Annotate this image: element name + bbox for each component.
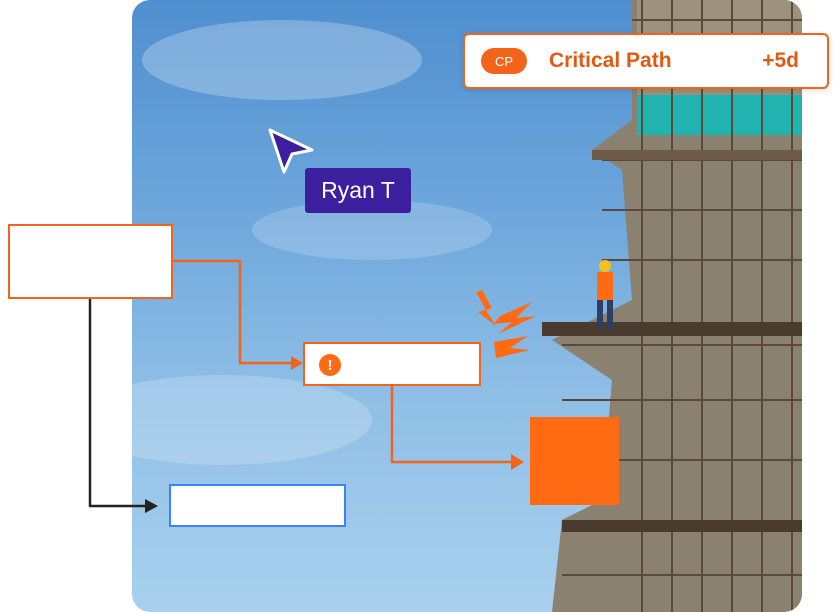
task-card-critical[interactable] [530,417,619,505]
task-card-selected[interactable] [169,484,346,527]
critical-path-chip[interactable]: CP Critical Path +5d [463,33,829,89]
task-card-at-risk[interactable]: ! [303,342,481,386]
critical-path-delay: +5d [762,49,799,72]
exclamation-circle-icon: ! [319,354,341,376]
task-card-predecessor[interactable] [8,224,173,299]
pointer-cursor-icon [268,128,314,174]
critical-path-label: Critical Path [549,49,672,72]
critical-path-badge: CP [481,48,527,74]
collaborator-name-tag: Ryan T [305,168,411,213]
